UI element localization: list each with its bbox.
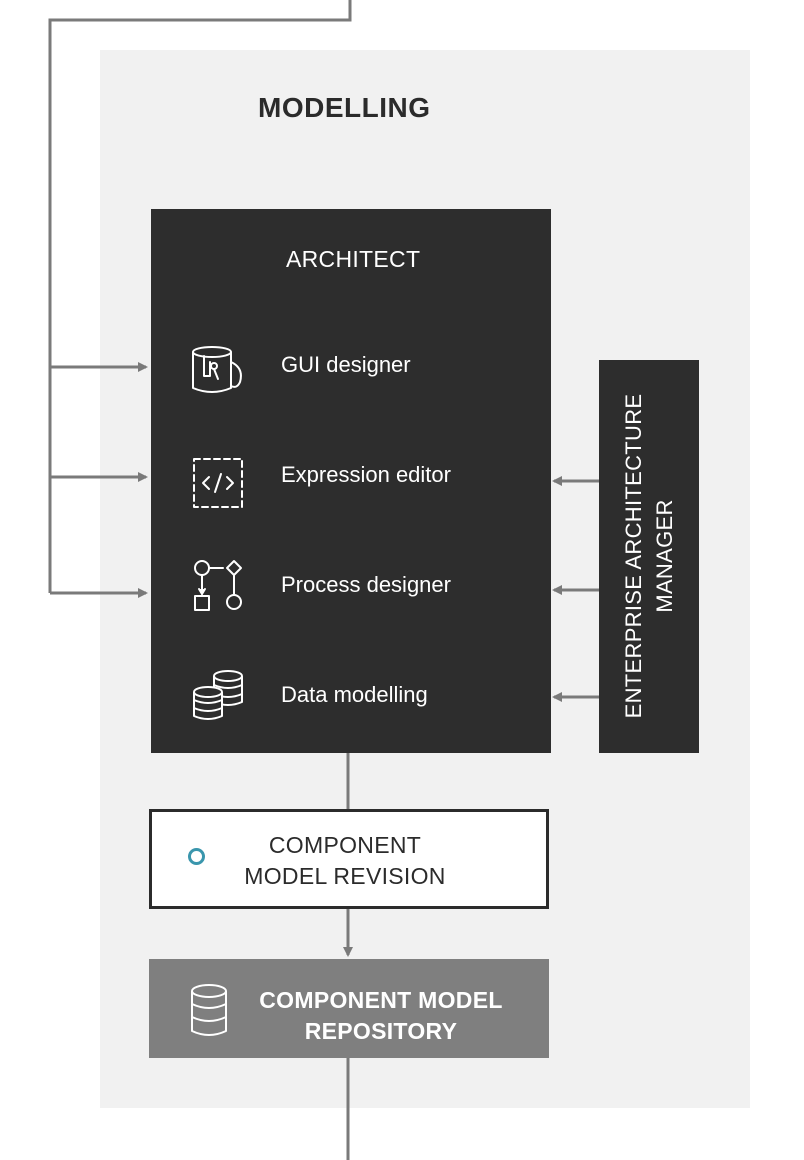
component-model-revision-box <box>149 809 549 909</box>
revision-line-1: COMPONENT <box>268 832 422 858</box>
tool-label-gui-designer: GUI designer <box>281 352 411 377</box>
database-stack-icon <box>193 670 243 720</box>
code-tag-icon <box>193 458 243 508</box>
component-model-repository-label: COMPONENT MODEL REPOSITORY <box>236 985 526 1047</box>
enterprise-architecture-manager-box <box>599 360 699 753</box>
tool-label-expression-editor: Expression editor <box>281 462 451 487</box>
circle-icon <box>188 848 205 865</box>
revision-line-2: MODEL REVISION <box>244 863 446 889</box>
database-icon <box>191 984 227 1036</box>
repository-line-2: REPOSITORY <box>304 1018 458 1044</box>
tool-label-data-modelling: Data modelling <box>281 682 428 707</box>
architect-title: ARCHITECT <box>286 246 421 272</box>
repository-line-1: COMPONENT MODEL <box>259 987 503 1013</box>
enterprise-architecture-manager-label: ENTERPRISE ARCHITECTURE MANAGER <box>618 366 680 746</box>
page-title: MODELLING <box>258 92 431 123</box>
component-model-revision-label: COMPONENT MODEL REVISION <box>225 830 465 892</box>
flowchart-icon <box>194 560 242 611</box>
eam-line-1: ENTERPRISE ARCHITECTURE <box>621 393 646 719</box>
tool-label-process-designer: Process designer <box>281 572 451 597</box>
paint-bucket-icon <box>192 346 242 393</box>
eam-line-2: MANAGER <box>652 499 677 613</box>
incoming-line <box>48 0 352 593</box>
component-model-repository-box <box>149 959 549 1058</box>
